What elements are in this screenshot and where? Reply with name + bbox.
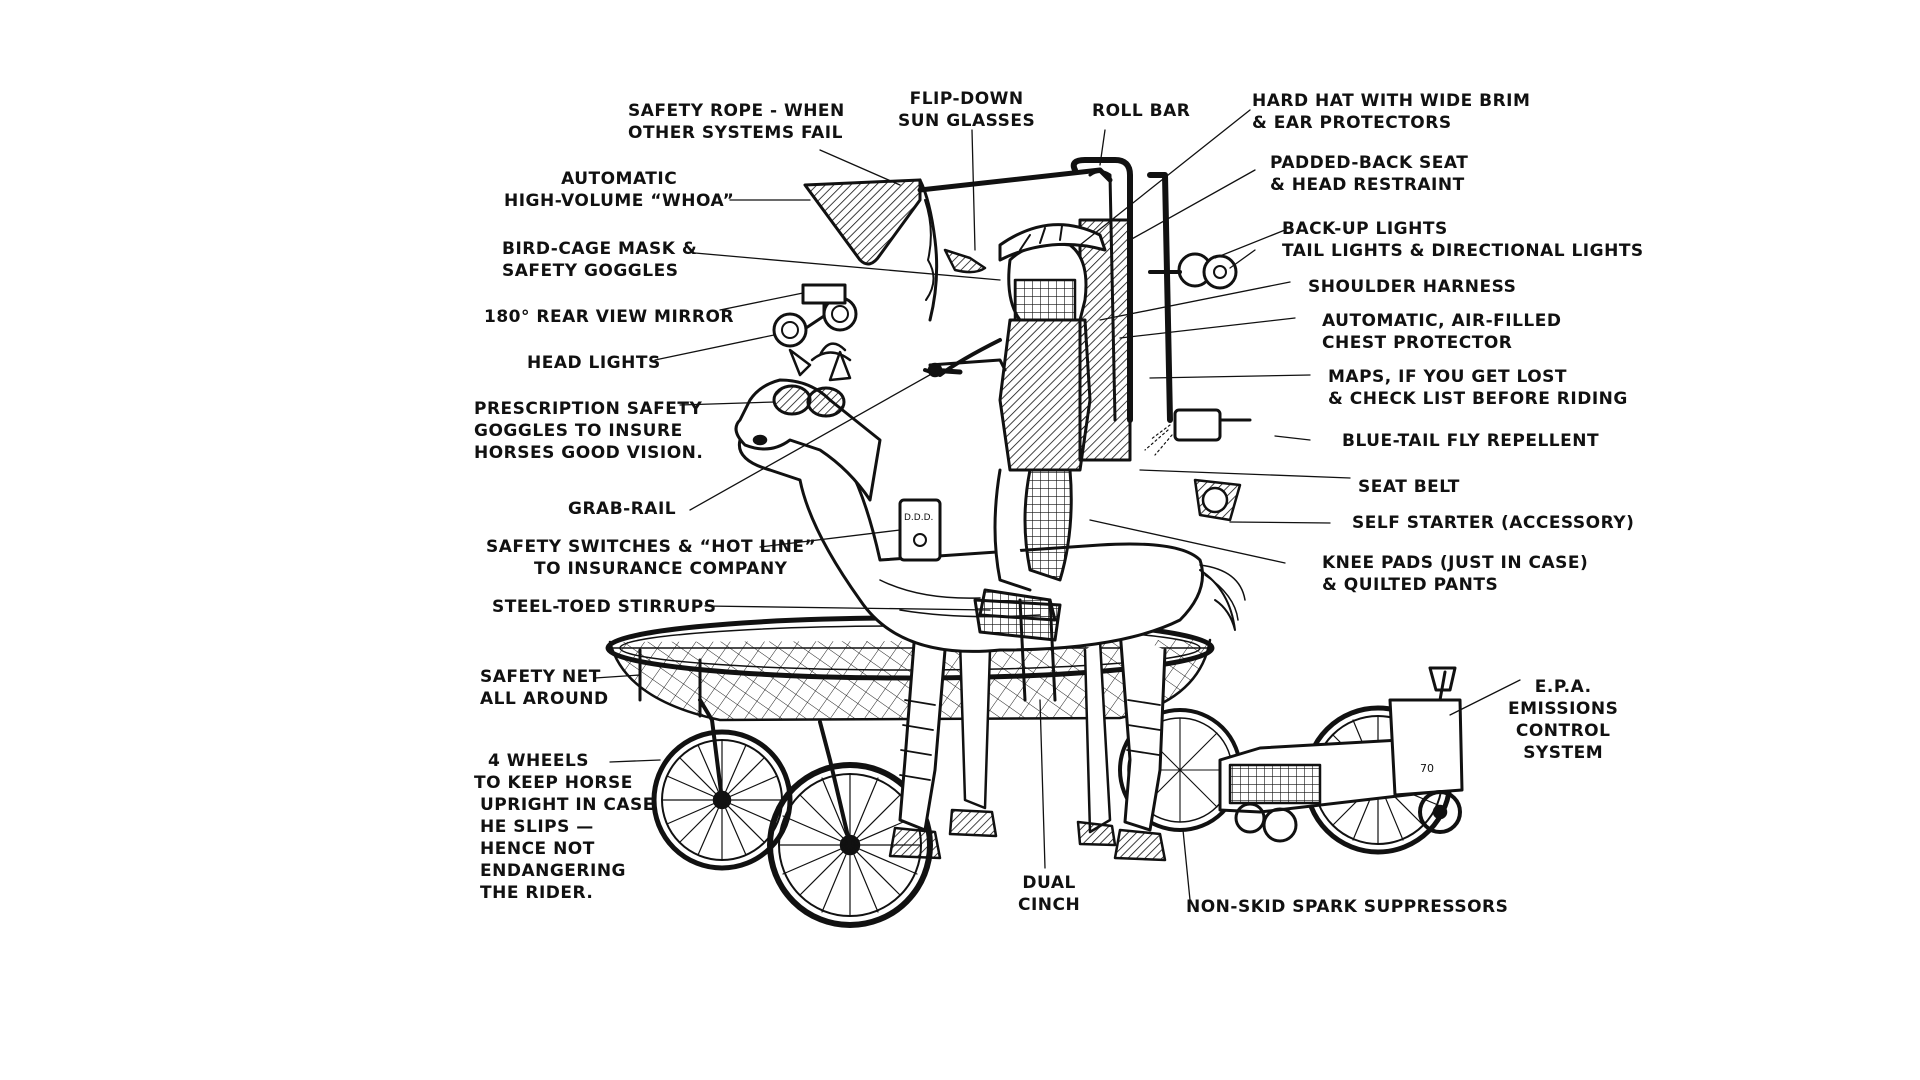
label-stirrups-line-1: STEEL-TOED STIRRUPS	[492, 597, 717, 617]
label-grab-rail: GRAB-RAIL	[568, 498, 676, 520]
label-whoa: AUTOMATIC HIGH-VOLUME “WHOA”	[504, 168, 734, 212]
label-knee-pads: KNEE PADS (JUST IN CASE) & QUILTED PANTS	[1322, 552, 1588, 596]
label-epa-line-2: EMISSIONS	[1508, 699, 1619, 719]
label-maps: MAPS, IF YOU GET LOST & CHECK LIST BEFOR…	[1328, 366, 1628, 410]
label-self-starter: SELF STARTER (ACCESSORY)	[1352, 512, 1634, 534]
label-flip-down-sun-glasses: FLIP-DOWN SUN GLASSES	[898, 88, 1035, 132]
label-prescription-line-1: PRESCRIPTION SAFETY	[474, 399, 703, 419]
label-dual-cinch: DUAL CINCH	[1018, 872, 1080, 916]
label-back-up-lights: BACK-UP LIGHTS TAIL LIGHTS & DIRECTIONAL…	[1282, 218, 1644, 262]
label-head-lights-line-1: HEAD LIGHTS	[527, 353, 661, 373]
label-chest-protector: AUTOMATIC, AIR-FILLED CHEST PROTECTOR	[1322, 310, 1561, 354]
label-epa-emissions: E.P.A. EMISSIONS CONTROL SYSTEM	[1508, 676, 1618, 764]
label-safety-net-line-1: SAFETY NET	[480, 667, 601, 687]
label-maps-line-2: & CHECK LIST BEFORE RIDING	[1328, 389, 1628, 409]
label-whoa-line-1: AUTOMATIC	[561, 169, 678, 189]
label-dual-cinch-line-1: DUAL	[1022, 873, 1076, 893]
label-hard-hat-line-2: & EAR PROTECTORS	[1252, 113, 1452, 133]
label-safety-rope-line-2: OTHER SYSTEMS FAIL	[628, 123, 843, 143]
label-maps-line-1: MAPS, IF YOU GET LOST	[1328, 367, 1567, 387]
roll-bar	[1070, 157, 1173, 423]
label-mirror-line-1: 180° REAR VIEW MIRROR	[484, 307, 735, 327]
label-roll-bar: ROLL BAR	[1092, 100, 1190, 122]
label-back-up-lights-line-1: BACK-UP LIGHTS	[1282, 219, 1448, 239]
label-epa-line-3: CONTROL	[1515, 721, 1611, 741]
dual-cinch	[1018, 598, 1057, 702]
label-steel-toed-stirrups: STEEL-TOED STIRRUPS	[492, 596, 717, 618]
label-hard-hat: HARD HAT WITH WIDE BRIM & EAR PROTECTORS	[1252, 90, 1530, 134]
label-chest-protector-line-1: AUTOMATIC, AIR-FILLED	[1322, 311, 1562, 331]
label-spark-line-1: NON-SKID SPARK SUPPRESSORS	[1186, 897, 1509, 917]
label-seat-belt-line-1: SEAT BELT	[1358, 477, 1460, 497]
label-padded-seat-line-1: PADDED-BACK SEAT	[1270, 153, 1469, 173]
label-four-wheels-line-2: TO KEEP HORSE	[474, 773, 633, 793]
cart-number: 70	[1420, 762, 1434, 775]
safety-switch-panel: D.D.D.	[898, 498, 942, 562]
label-bird-cage-line-2: SAFETY GOGGLES	[502, 261, 679, 281]
label-four-wheels-line-1: 4 WHEELS	[488, 751, 590, 771]
head-lights	[772, 296, 858, 348]
label-grab-rail-line-1: GRAB-RAIL	[568, 499, 677, 519]
horse-head	[734, 348, 882, 502]
label-whoa-line-2: HIGH-VOLUME “WHOA”	[504, 191, 735, 211]
label-hard-hat-line-1: HARD HAT WITH WIDE BRIM	[1252, 91, 1531, 111]
horse-goggles	[772, 342, 852, 418]
label-knee-pads-line-1: KNEE PADS (JUST IN CASE)	[1322, 553, 1589, 573]
label-bird-cage-mask: BIRD-CAGE MASK & SAFETY GOGGLES	[502, 238, 697, 282]
label-safety-switches-line-2: TO INSURANCE COMPANY	[534, 559, 788, 579]
label-knee-pads-line-2: & QUILTED PANTS	[1322, 575, 1499, 595]
fly-repellent-can	[1144, 408, 1252, 456]
rear-view-mirror	[801, 283, 847, 317]
label-shoulder-harness-line-1: SHOULDER HARNESS	[1308, 277, 1517, 297]
label-chest-protector-line-2: CHEST PROTECTOR	[1322, 333, 1513, 353]
rider	[923, 223, 1107, 622]
label-four-wheels: 4 WHEELS TO KEEP HORSE UPRIGHT IN CASE H…	[474, 750, 655, 904]
label-rear-view-mirror: 180° REAR VIEW MIRROR	[484, 306, 734, 328]
label-self-starter-line-1: SELF STARTER (ACCESSORY)	[1352, 513, 1635, 533]
panel-text: D.D.D.	[904, 513, 933, 523]
label-safety-rope-line-1: SAFETY ROPE - WHEN	[628, 101, 845, 121]
label-flip-down-line-2: SUN GLASSES	[898, 111, 1036, 131]
label-head-lights: HEAD LIGHTS	[527, 352, 661, 374]
label-bird-cage-line-1: BIRD-CAGE MASK &	[502, 239, 698, 259]
label-four-wheels-line-6: ENDANGERING	[480, 861, 626, 881]
label-four-wheels-line-5: HENCE NOT	[480, 839, 595, 859]
label-repellent-line-1: BLUE-TAIL FLY REPELLENT	[1342, 431, 1600, 451]
label-safety-switches: SAFETY SWITCHES & “HOT LINE” TO INSURANC…	[486, 536, 816, 580]
label-shoulder-harness: SHOULDER HARNESS	[1308, 276, 1516, 298]
label-seat-belt: SEAT BELT	[1358, 476, 1460, 498]
label-back-up-lights-line-2: TAIL LIGHTS & DIRECTIONAL LIGHTS	[1282, 241, 1644, 261]
horse-legs	[888, 628, 1167, 862]
label-four-wheels-line-7: THE RIDER.	[480, 883, 594, 903]
epa-emissions-cart: 70	[1218, 666, 1464, 843]
label-four-wheels-line-4: HE SLIPS —	[480, 817, 594, 837]
label-four-wheels-line-3: UPRIGHT IN CASE	[480, 795, 655, 815]
label-prescription-line-3: HORSES GOOD VISION.	[474, 443, 704, 463]
label-fly-repellent: BLUE-TAIL FLY REPELLENT	[1342, 430, 1599, 452]
self-starter	[1193, 478, 1242, 522]
label-safety-net-line-2: ALL AROUND	[480, 689, 609, 709]
label-epa-line-4: SYSTEM	[1523, 743, 1604, 763]
label-safety-net: SAFETY NET ALL AROUND	[480, 666, 609, 710]
leader-lines	[594, 109, 1521, 901]
label-padded-seat: PADDED-BACK SEAT & HEAD RESTRAINT	[1270, 152, 1468, 196]
label-epa-line-1: E.P.A.	[1534, 677, 1592, 697]
label-safety-switches-line-1: SAFETY SWITCHES & “HOT LINE”	[486, 537, 817, 557]
back-up-lights	[1148, 252, 1238, 290]
label-safety-rope: SAFETY ROPE - WHEN OTHER SYSTEMS FAIL	[628, 100, 845, 144]
label-padded-seat-line-2: & HEAD RESTRAINT	[1270, 175, 1465, 195]
label-spark-suppressors: NON-SKID SPARK SUPPRESSORS	[1186, 896, 1508, 918]
label-prescription-goggles: PRESCRIPTION SAFETY GOGGLES TO INSURE HO…	[474, 398, 703, 464]
stirrup	[973, 598, 1062, 642]
label-flip-down-line-1: FLIP-DOWN	[909, 89, 1024, 109]
label-dual-cinch-line-2: CINCH	[1018, 895, 1081, 915]
label-roll-bar-line-1: ROLL BAR	[1092, 101, 1191, 121]
label-prescription-line-2: GOGGLES TO INSURE	[474, 421, 683, 441]
wheel-rear-left	[651, 698, 793, 871]
